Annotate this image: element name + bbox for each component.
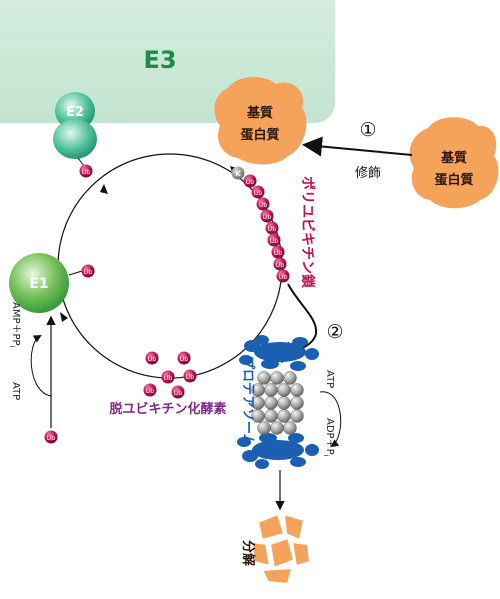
ub-label: Ub bbox=[148, 355, 157, 363]
atp-right-label: ATP bbox=[324, 370, 335, 388]
svg-text:Ub: Ub bbox=[84, 268, 93, 276]
ub-label: Ub bbox=[254, 189, 263, 197]
ub-label: Ub bbox=[259, 201, 268, 209]
proteasome bbox=[237, 335, 319, 469]
step1-marker: ① bbox=[359, 119, 376, 141]
amp-ppi-label: AMP＋PPi bbox=[8, 302, 21, 348]
free-ub: Ub bbox=[44, 430, 58, 444]
ub-label: Ub bbox=[268, 225, 277, 233]
ub-on-e1: Ub bbox=[81, 264, 95, 278]
step2-marker: ② bbox=[326, 321, 343, 343]
ub-label: Ub bbox=[276, 261, 285, 269]
e1-label: E1 bbox=[29, 276, 48, 292]
ub-on-e2: Ub bbox=[79, 164, 93, 178]
ub-label: Ub bbox=[180, 355, 189, 363]
cycle-arrow-e1-to-e2 bbox=[100, 184, 108, 194]
substrate-protein-free: 基質 蛋白質 bbox=[409, 117, 499, 209]
ub-label: Ub bbox=[274, 249, 283, 257]
cycle-arrow-recycle-to-e1 bbox=[60, 312, 68, 322]
svg-text:Ub: Ub bbox=[47, 434, 56, 442]
proteasome-label: プロテアソーム bbox=[240, 356, 255, 447]
substrate-free-line2: 蛋白質 bbox=[434, 172, 473, 188]
substrate-protein-bound: 基質 蛋白質 bbox=[214, 77, 307, 165]
ub-label: Ub bbox=[146, 387, 155, 395]
atp-left-label: ATP bbox=[10, 382, 21, 400]
modification-label: 修飾 bbox=[355, 166, 381, 181]
lysine-residue: K bbox=[231, 166, 245, 180]
e2-ub-bond bbox=[77, 157, 85, 167]
deubiquitinase-label: 脱ユビキチン化酵素 bbox=[109, 401, 226, 417]
degradation-label: 分解 bbox=[240, 540, 256, 566]
ub-label: Ub bbox=[246, 178, 255, 186]
e3-label: E3 bbox=[143, 46, 176, 74]
substrate-bound-line2: 蛋白質 bbox=[240, 127, 279, 143]
e2-label: E2 bbox=[66, 105, 84, 120]
substrate-bound-line1: 基質 bbox=[246, 105, 273, 121]
substrate-free-line1: 基質 bbox=[440, 150, 467, 166]
e1-enzyme: E1 bbox=[9, 253, 69, 313]
ub-label: Ub bbox=[279, 273, 288, 281]
atp-consumption-arc bbox=[30, 335, 52, 397]
ub-label: Ub bbox=[186, 373, 195, 381]
ub-label: Ub bbox=[270, 237, 279, 245]
polyubiquitin-chain-label: ポリユビキチン鎖 bbox=[299, 176, 316, 289]
ub-label: Ub bbox=[164, 374, 173, 382]
atp-hydrolysis-arc bbox=[319, 391, 342, 448]
ub-label: Ub bbox=[174, 389, 183, 397]
adp-pi-label: ADP＋Pi bbox=[322, 418, 335, 457]
modification-arrow bbox=[302, 136, 413, 157]
svg-text:K: K bbox=[235, 170, 241, 178]
e2-enzyme: E2 bbox=[53, 92, 97, 159]
svg-text:Ub: Ub bbox=[82, 168, 91, 176]
e1-ub-bond bbox=[68, 270, 83, 276]
degraded-fragments bbox=[250, 512, 312, 586]
ub-label: Ub bbox=[263, 213, 272, 221]
